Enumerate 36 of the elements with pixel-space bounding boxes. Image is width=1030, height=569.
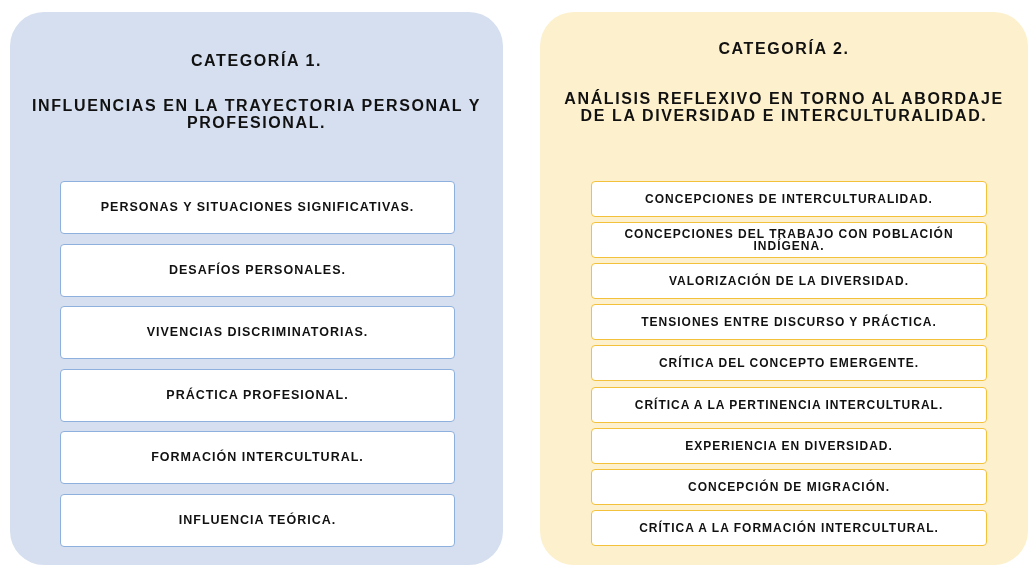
subcategory-box bbox=[60, 306, 455, 359]
category-heading: INFLUENCIAS EN LA TRAYECTORIA PERSONAL Y PROFESIONAL. bbox=[31, 97, 482, 131]
subcategory-box bbox=[591, 386, 987, 423]
subcategory-box bbox=[591, 304, 987, 341]
subcategory-label: CONCEPCIÓN DE MIGRACIÓN. bbox=[687, 480, 891, 493]
subcategory-label: VALORIZACIÓN DE LA DIVERSIDAD. bbox=[668, 275, 910, 288]
subcategory-label: CRÍTICA A LA FORMACIÓN INTERCULTURAL. bbox=[638, 521, 940, 534]
subcategory-label: PERSONAS Y SITUACIONES SIGNIFICATIVAS. bbox=[99, 201, 416, 214]
subcategory-box bbox=[591, 509, 987, 546]
category-panel bbox=[10, 12, 503, 565]
subcategory-label: CONCEPCIONES DEL TRABAJO CON POBLACIÓN INDÍGENA. bbox=[623, 228, 955, 253]
subcategory-box bbox=[60, 368, 455, 422]
subcategory-label: FORMACIÓN INTERCULTURAL. bbox=[150, 451, 365, 464]
subcategory-label: INFLUENCIA TEÓRICA. bbox=[177, 513, 338, 527]
subcategory-box bbox=[591, 222, 987, 259]
subcategory-label: CRÍTICA DEL CONCEPTO EMERGENTE. bbox=[657, 357, 921, 370]
subcategory-box bbox=[60, 243, 455, 297]
subcategory-box bbox=[60, 493, 455, 547]
subcategory-box bbox=[60, 181, 455, 234]
category-heading: ANÁLISIS REFLEXIVO EN TORNO AL ABORDAJE DE LA DIVERSIDAD E INTERCULTURALIDAD. bbox=[563, 90, 1005, 124]
subcategory-box bbox=[60, 431, 455, 484]
category-panel bbox=[540, 12, 1028, 565]
subcategory-box bbox=[591, 468, 987, 505]
subcategory-label: CONCEPCIONES DE INTERCULTURALIDAD. bbox=[644, 193, 934, 205]
subcategory-box bbox=[591, 181, 987, 217]
subcategory-label: CRÍTICA A LA PERTINENCIA INTERCULTURAL. bbox=[633, 398, 945, 411]
subcategory-label: TENSIONES ENTRE DISCURSO Y PRÁCTICA. bbox=[640, 316, 938, 329]
category-title: CATEGORÍA 2. bbox=[717, 40, 851, 57]
subcategory-label: PRÁCTICA PROFESIONAL. bbox=[165, 388, 350, 402]
subcategory-box bbox=[591, 263, 987, 300]
subcategory-label: DESAFÍOS PERSONALES. bbox=[168, 263, 347, 277]
subcategory-box bbox=[591, 427, 987, 464]
subcategory-label: EXPERIENCIA EN DIVERSIDAD. bbox=[684, 439, 894, 452]
subcategory-label: VIVENCIAS DISCRIMINATORIAS. bbox=[145, 326, 370, 339]
subcategory-box bbox=[591, 345, 987, 382]
category-title: CATEGORÍA 1. bbox=[189, 52, 324, 69]
